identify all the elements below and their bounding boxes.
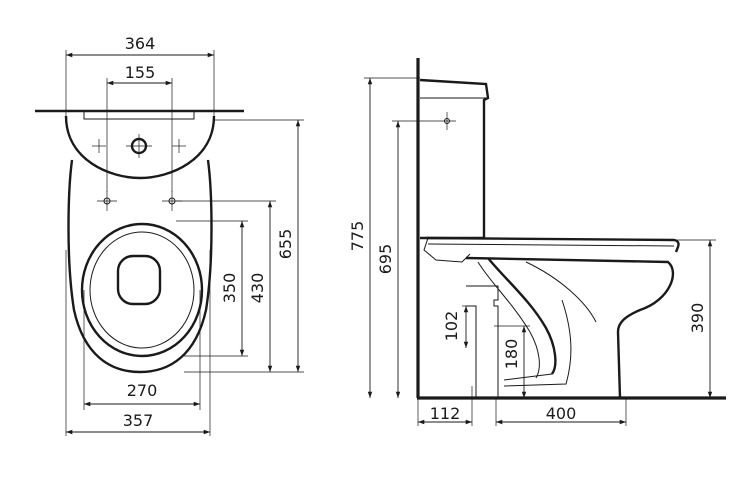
inlet-mark <box>438 112 456 130</box>
bowl-inner <box>525 261 597 323</box>
dim-400-label: 400 <box>546 404 577 423</box>
hinge <box>423 237 471 263</box>
seat-outer <box>80 222 204 358</box>
tank-fixing-left <box>92 139 106 153</box>
outlet-bend <box>503 299 572 387</box>
dim-430-label: 430 <box>248 273 267 304</box>
dim-112-label: 112 <box>430 404 461 423</box>
dim-102-label: 102 <box>442 311 461 342</box>
seat-inner <box>89 231 195 349</box>
tank-plate <box>83 110 195 120</box>
outlet-pipe-top <box>466 285 499 398</box>
dim-350-label: 350 <box>220 273 239 304</box>
seat-lid <box>425 236 680 253</box>
side-view: 775 695 102 180 390 112 400 <box>348 58 726 426</box>
trap-outer <box>487 257 557 375</box>
floor-bolt-left <box>97 191 117 211</box>
dim-270-label: 270 <box>127 381 158 400</box>
bowl-opening <box>116 254 162 306</box>
bowl-outline <box>67 159 213 374</box>
top-view: 364 155 270 357 350 430 655 <box>35 34 304 436</box>
dim-155-label: 155 <box>125 63 156 82</box>
dim-357-label: 357 <box>123 411 154 430</box>
tank-fixing-right <box>172 139 186 153</box>
bowl-body <box>465 256 674 399</box>
dim-655-label: 655 <box>276 229 295 260</box>
cistern <box>419 78 490 240</box>
dim-180-label: 180 <box>502 339 521 370</box>
dim-695-label: 695 <box>376 244 395 275</box>
dim-775-label: 775 <box>348 221 367 252</box>
trap-inner <box>477 261 540 379</box>
cistern-outline <box>64 115 216 180</box>
dim-390-label: 390 <box>688 303 707 334</box>
outlet-pipe-bottom <box>466 305 477 398</box>
dim-364-label: 364 <box>125 34 156 53</box>
